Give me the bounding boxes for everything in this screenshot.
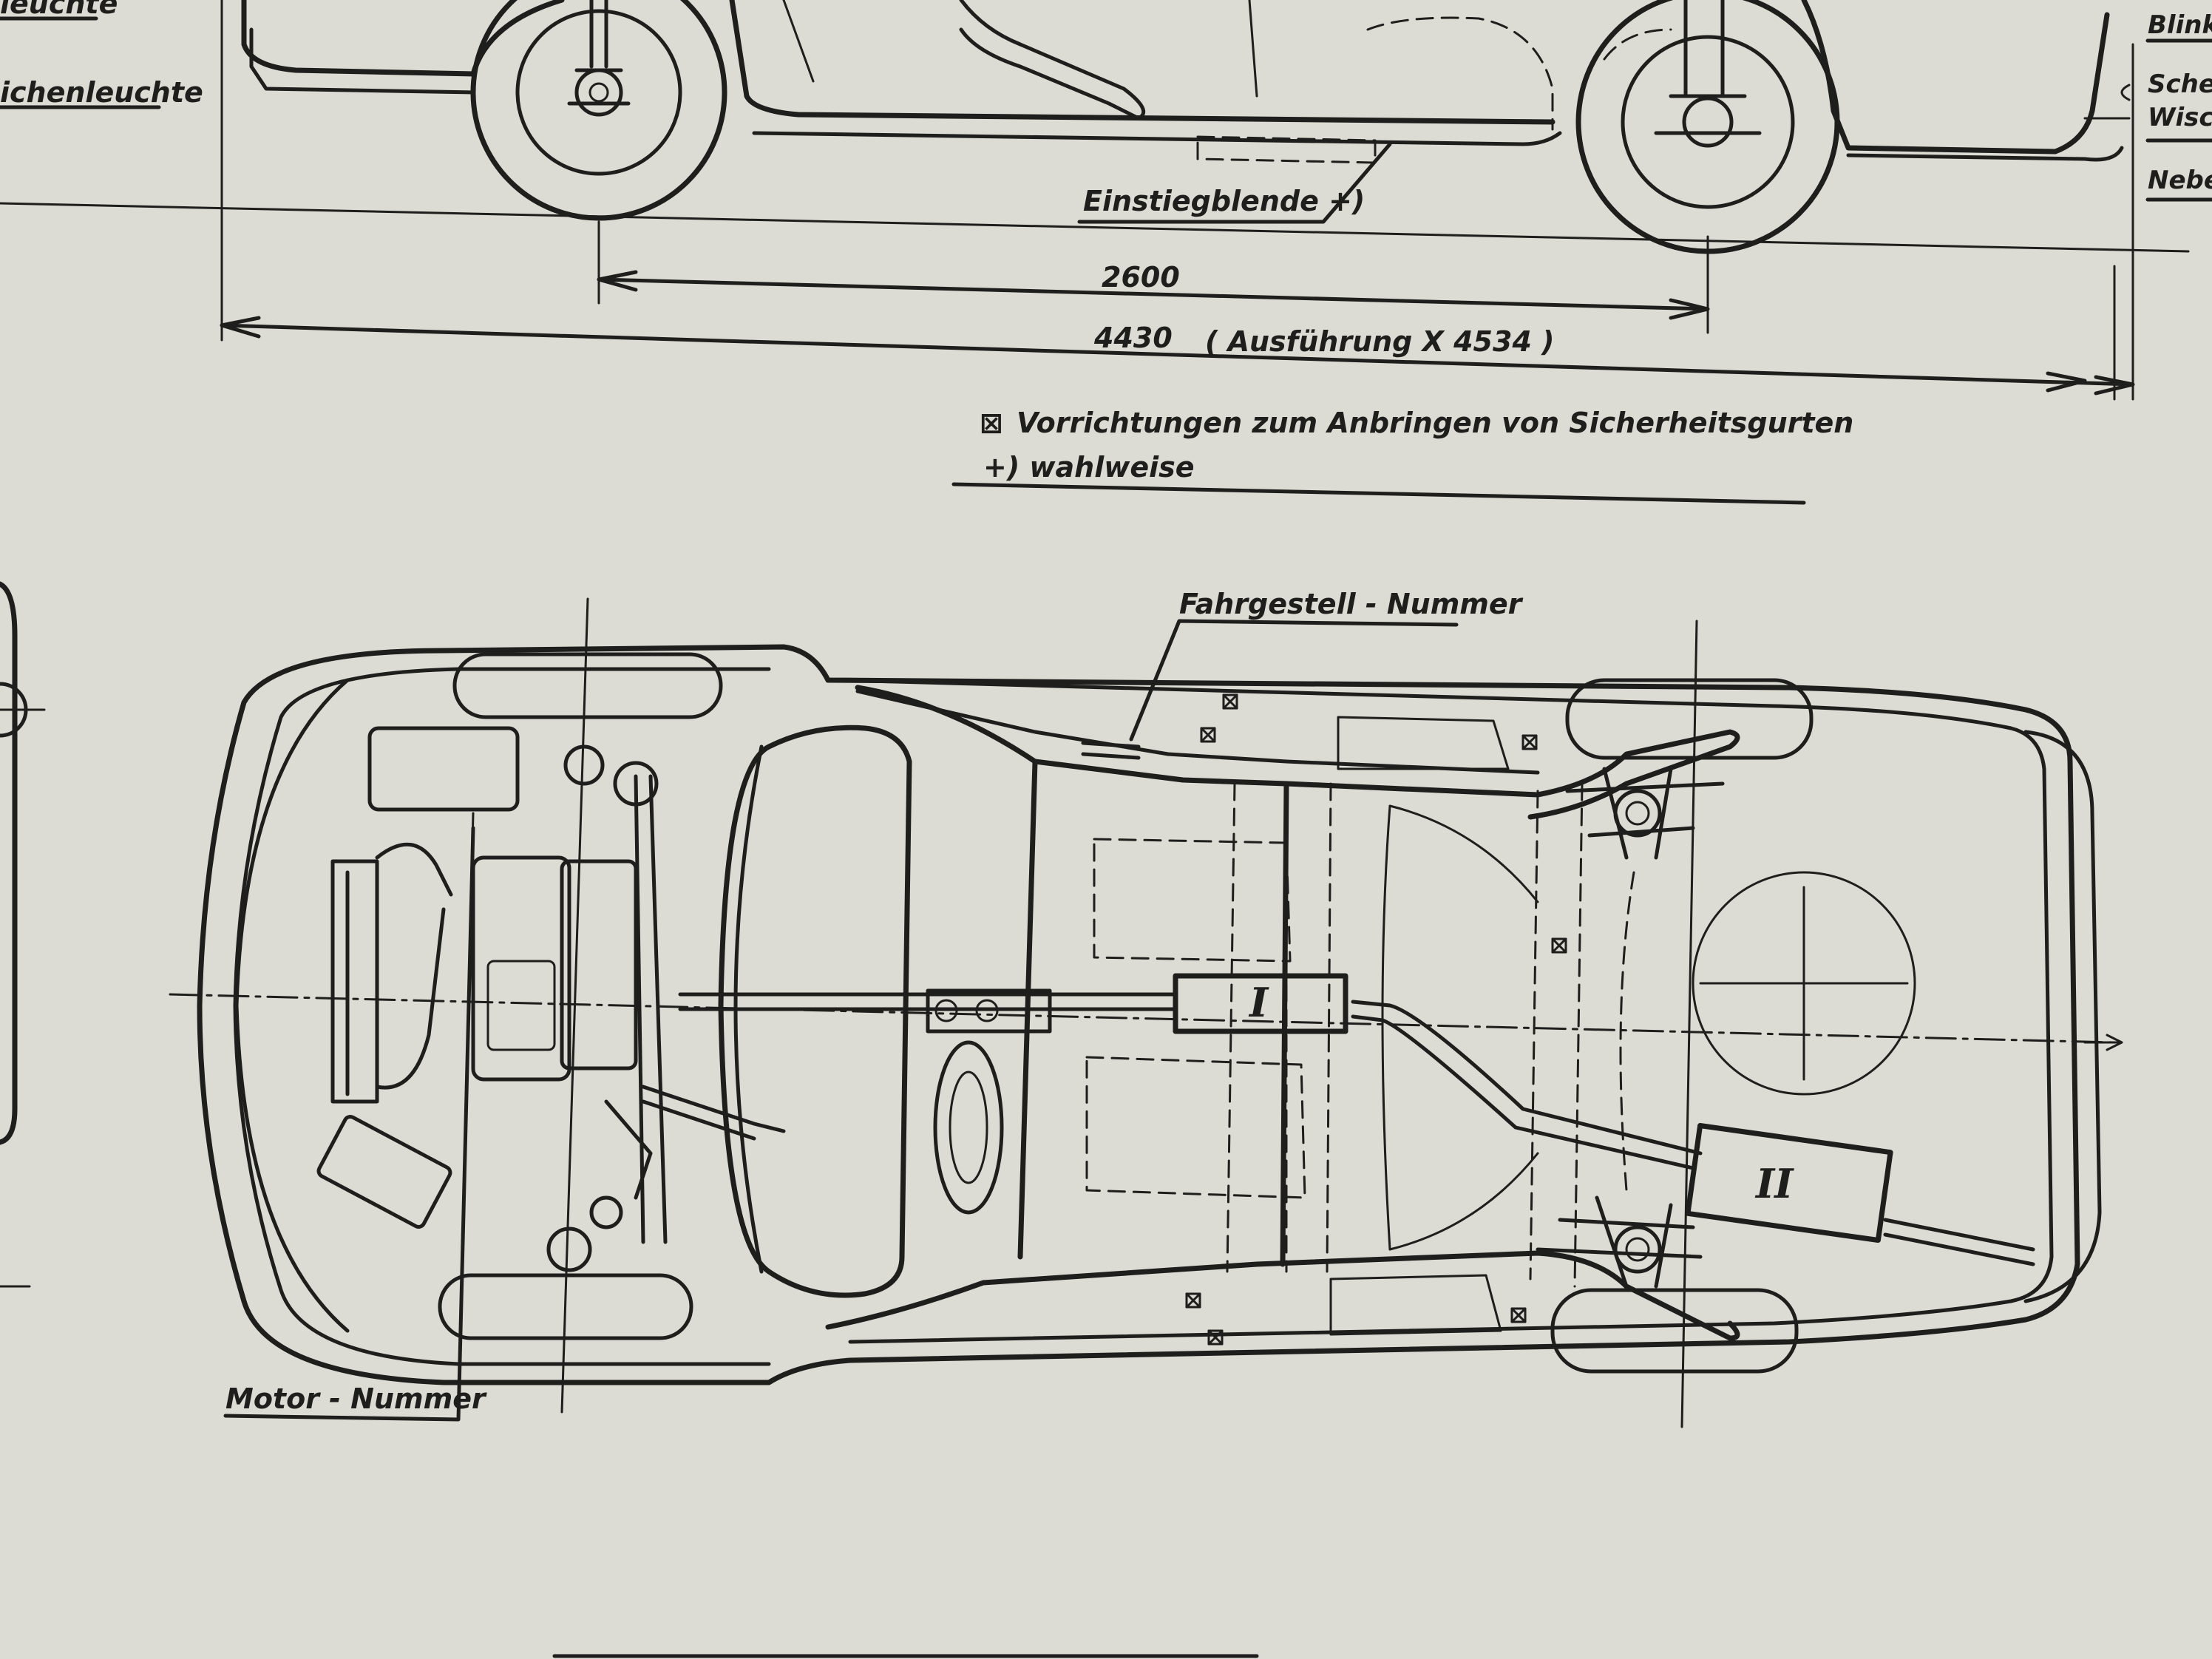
sill-cover-leader	[1077, 142, 1392, 224]
rear-left-wheel	[1565, 678, 1814, 760]
pulley-top	[563, 744, 605, 786]
side-view-rear-wheel	[1575, 0, 1840, 254]
legend: ⊠ Vorrichtungen zum Anbringen von Sicher…	[951, 407, 1853, 505]
top-view-body-outline	[197, 644, 2080, 1385]
cabin-front-panel	[718, 725, 912, 1298]
side-view-door-line	[782, 0, 1258, 98]
side-view-rear-bumper	[1846, 146, 2124, 162]
side-view-sill-line	[729, 0, 1555, 125]
muffler-2-label: II	[1754, 1160, 1794, 1207]
battery	[367, 726, 520, 812]
side-view-seat	[959, 0, 1146, 121]
side-label-right-2a: Schei	[2148, 69, 2212, 99]
pulley-bottom	[546, 1227, 592, 1272]
front-axle-beam	[604, 774, 668, 1244]
front-right-wheel	[438, 1273, 693, 1340]
rear-axle-dashed	[1619, 871, 1635, 1192]
belt-anchor-markers	[1185, 693, 1567, 1346]
seat-rails	[1226, 782, 1332, 1273]
exhaust-front	[641, 1085, 786, 1141]
side-view-rear-body	[1801, 0, 2110, 155]
side-view: leuchte ichenleuchte Einstiegblende +) 2…	[0, 0, 2212, 401]
side-label-right-2b: Wisch	[2148, 103, 2212, 132]
side-view-body-bottom	[241, 0, 565, 77]
right-sill-beam	[825, 1250, 1740, 1341]
front-bumper	[234, 678, 350, 1333]
legend-belt-note: Vorrichtungen zum Anbringen von Sicherhe…	[1017, 407, 1853, 439]
length-dimension-value: 4430	[1093, 322, 1173, 354]
side-label-left-top: leuchte	[0, 0, 118, 20]
air-filter	[316, 1115, 452, 1229]
radiator	[330, 859, 379, 1104]
legend-belt-symbol: ⊠	[980, 407, 1003, 439]
right-label-bracket	[2083, 84, 2131, 120]
engine-block-detail	[486, 960, 556, 1051]
side-view-rear-arch-dashed	[1366, 16, 1554, 131]
side-view-ground-line	[0, 202, 2190, 253]
left-sill-beam	[855, 685, 1740, 820]
muffler-1-label: I	[1248, 979, 1269, 1026]
side-label-left-mid: ichenleuchte	[0, 76, 203, 109]
exhaust-pipe	[678, 992, 1703, 1170]
tailpipe	[1883, 1218, 2035, 1266]
rear-floor-panel	[1381, 804, 1539, 1251]
engine-number-label: Motor - Nummer	[225, 1382, 487, 1415]
right-label-markers	[2145, 38, 2212, 202]
chassis-number-label: Fahrgestell - Nummer	[1179, 588, 1524, 620]
seat-left	[1093, 838, 1292, 963]
steering-wheel	[933, 1040, 1004, 1215]
engine-number-leader	[223, 826, 475, 1422]
rear-axle-line	[1680, 620, 1698, 1428]
side-label-right-1: Blink	[2148, 10, 2212, 40]
side-label-right-3: Nebel	[2148, 166, 2212, 195]
rear-right-wheel	[1550, 1288, 1799, 1374]
side-view-front-bumper	[249, 27, 475, 95]
rear-floor-dashed	[1529, 782, 1584, 1288]
rear-seat-area	[1329, 716, 1510, 1336]
rear-suspension-left	[1565, 767, 1725, 860]
left-sill-beam-2	[855, 689, 1540, 775]
top-view: Fahrgestell - Nummer Motor - Nummer I II	[169, 588, 2123, 1428]
legend-optional-note: +) wahlweise	[983, 451, 1195, 484]
engine-block	[471, 855, 571, 1082]
top-view-centerline	[169, 993, 2116, 1044]
chassis-number-plate	[1081, 741, 1141, 760]
top-view-axis-arrow	[2083, 1034, 2123, 1051]
rear-bumper	[2023, 730, 2102, 1303]
spare-wheel-cross	[1699, 886, 1909, 1081]
wheelbase-dimension-line	[597, 270, 1710, 320]
steering-wheel-inner	[949, 1071, 988, 1184]
front-left-wheel	[452, 652, 723, 719]
rear-suspension-right	[1536, 1195, 1703, 1289]
left-partial-view	[0, 581, 46, 1288]
muffler-1	[1173, 973, 1348, 1034]
radiator-hose	[375, 842, 453, 1090]
length-dimension-line	[220, 316, 2135, 396]
spare-wheel	[1692, 871, 1916, 1096]
side-view-front-wheel	[470, 0, 727, 221]
floor-tunnel	[1017, 759, 1289, 1267]
side-view-sill-line-2	[752, 131, 1562, 146]
chassis-number-leader	[1129, 619, 1459, 742]
left-label-underlines	[0, 16, 161, 109]
pulley-bottom-2	[589, 1195, 623, 1229]
seat-right	[1085, 1056, 1306, 1199]
muffler-2	[1685, 1122, 1893, 1244]
gearbox	[560, 859, 638, 1071]
dimension-extension-lines	[220, 0, 2134, 401]
variant-note: ( Ausführung X 4534 )	[1205, 325, 1554, 358]
legend-underline	[951, 482, 1806, 505]
sill-cover-label: Einstiegblende +)	[1083, 185, 1365, 217]
side-view-sill-dashed	[1196, 135, 1377, 164]
wheelbase-dimension-value: 2600	[1102, 261, 1180, 294]
